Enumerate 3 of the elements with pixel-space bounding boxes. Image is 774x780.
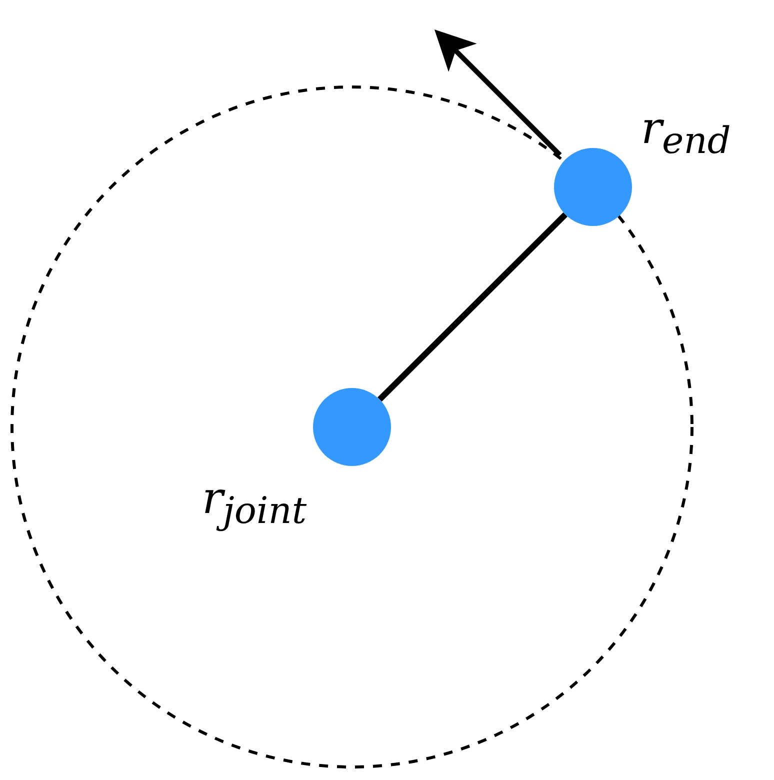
position-label: r$_{end}$ xyxy=(641,107,731,160)
link-line xyxy=(378,212,568,402)
position-label: r$_{joint}$ xyxy=(202,477,307,530)
